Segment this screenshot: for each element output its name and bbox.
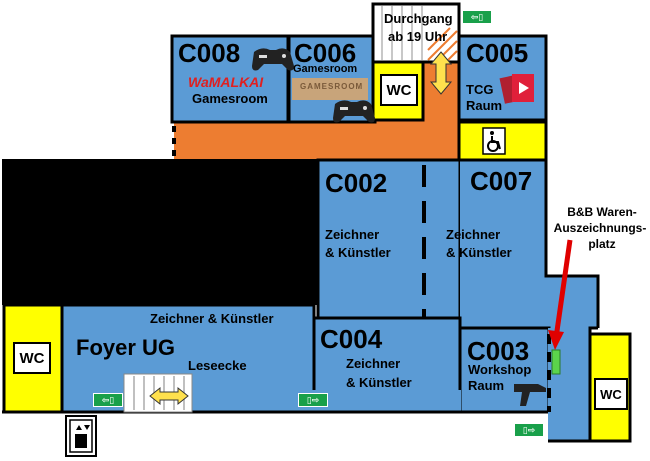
wheelchair-icon xyxy=(482,127,506,155)
pointer-arrow-icon xyxy=(548,239,573,350)
room-c006-banner: GAMESROOM xyxy=(300,82,364,91)
room-c005-line1: TCG xyxy=(466,82,494,97)
room-c002-line1: Zeichner xyxy=(325,227,380,242)
room-c003-line2: Raum xyxy=(468,378,505,393)
room-c007-line1: Zeichner xyxy=(446,227,501,242)
exit-sign-icon: ▯⇨ xyxy=(298,393,328,407)
corridor-east xyxy=(460,276,598,328)
wc-sign-east: WC xyxy=(594,378,628,410)
gamesroom-banner xyxy=(292,78,368,100)
elevator-icon xyxy=(65,415,97,457)
blocked-area xyxy=(2,159,320,305)
wc-sign-north: WC xyxy=(380,74,418,106)
room-c007-code: C007 xyxy=(470,166,533,196)
room-c004-code: C004 xyxy=(320,324,383,354)
gamepad-icon xyxy=(252,48,294,71)
room-c005-line2: Raum xyxy=(466,98,503,113)
double-arrow-icon xyxy=(149,386,189,406)
passage-line2: ab 19 Uhr xyxy=(388,29,448,44)
room-c007[interactable] xyxy=(460,160,546,278)
exit-sign-icon: ⇦▯ xyxy=(462,10,492,24)
bb-note-line2: Auszeichnungs- xyxy=(553,221,647,235)
foyer-title: Foyer UG xyxy=(76,335,176,360)
exit-sign-icon: ⇦▯ xyxy=(93,393,123,407)
foyer-sub: Zeichner & Künstler xyxy=(150,311,274,326)
room-c005-code: C005 xyxy=(466,38,529,68)
vertical-double-arrow-icon xyxy=(429,51,453,95)
glue-gun-icon xyxy=(514,384,546,406)
room-c006-code: C006 xyxy=(294,38,357,68)
room-c003-line1: Workshop xyxy=(468,362,532,377)
wamalkai-logo: WaMALKAI xyxy=(188,74,264,90)
corridor-north xyxy=(174,120,460,160)
bb-note-line1: B&B Waren- xyxy=(567,205,637,219)
room-c002-code: C002 xyxy=(325,168,388,198)
wc-sign-west: WC xyxy=(13,342,51,374)
exit-sign-icon: ▯⇨ xyxy=(514,423,544,437)
card-game-icon xyxy=(499,74,534,104)
bb-note-line3: platz xyxy=(588,237,616,251)
room-c006-sub: Gamesroom xyxy=(293,63,358,75)
gamepad-icon-c006 xyxy=(333,100,375,123)
passage-line1: Durchgang xyxy=(384,11,453,26)
room-c008-code: C008 xyxy=(178,38,241,68)
passage-stairs xyxy=(381,6,423,60)
room-c003-code: C003 xyxy=(467,336,530,366)
room-c004-line1: Zeichner xyxy=(346,356,401,371)
room-c004-line2: & Künstler xyxy=(346,375,412,390)
room-c002-line2: & Künstler xyxy=(325,245,391,260)
foyer-reading: Leseecke xyxy=(188,358,247,373)
room-c008-sub: Gamesroom xyxy=(192,91,268,106)
room-c007-line2: & Künstler xyxy=(446,245,512,260)
bb-marker[interactable] xyxy=(551,349,561,375)
